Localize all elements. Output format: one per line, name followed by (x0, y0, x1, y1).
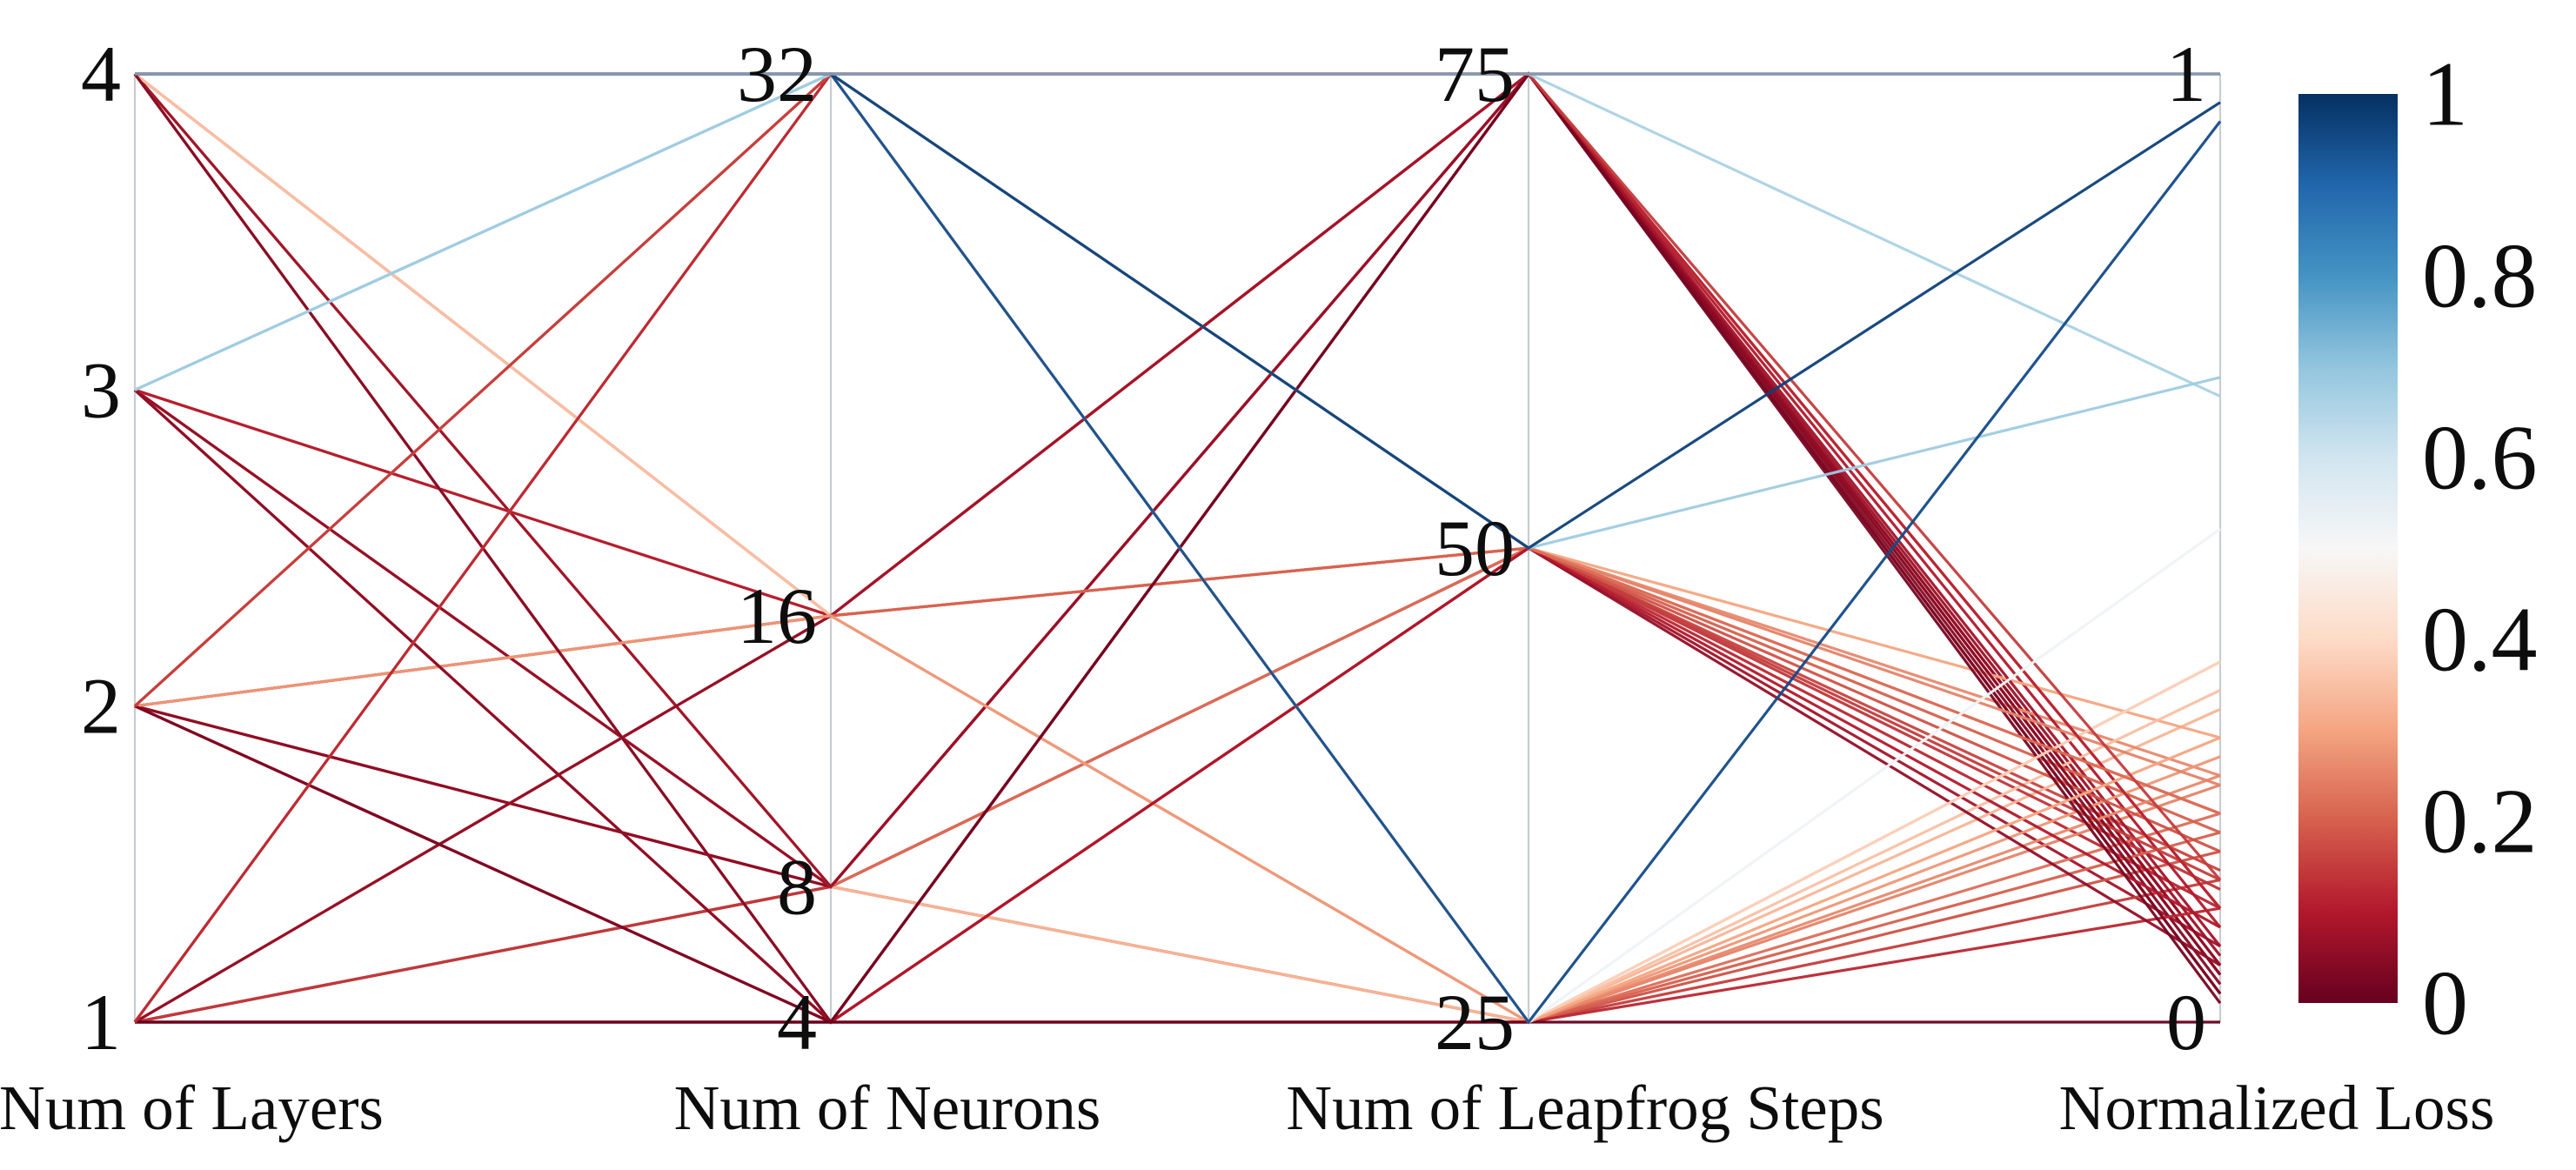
run-line (135, 72, 2222, 1025)
axis-title-normalized-loss: Normalized Loss (2059, 1073, 2495, 1143)
run-line (134, 72, 2221, 1024)
run-line (134, 389, 2221, 889)
colorbar-labels: 1 0.8 0.6 0.4 0.2 0 (2422, 43, 2538, 1054)
axis-title-num-of-neurons: Num of Neurons (674, 1073, 1101, 1143)
run-line (134, 546, 2221, 834)
colorbar-tick-label-0.6: 0.6 (2422, 407, 2538, 509)
colorbar-gradient (2298, 94, 2398, 1003)
tick-label-axis1-4: 4 (777, 978, 817, 1066)
run-line (134, 546, 2221, 910)
run-line (133, 72, 2221, 1024)
run-line (134, 71, 2222, 1024)
tick-label-axis0-1: 1 (81, 978, 121, 1066)
run-line (133, 72, 2222, 1023)
run-line (133, 71, 2222, 1025)
tick-label-axis3-0: 0 (2166, 978, 2206, 1066)
tick-label-axis1-16: 16 (737, 572, 817, 660)
tick-label-axis0-2: 2 (81, 662, 121, 751)
tick-label-axis2-50: 50 (1435, 504, 1515, 592)
run-line (134, 878, 2221, 1024)
tick-label-axis0-4: 4 (81, 30, 121, 118)
run-line (133, 72, 2222, 881)
tick-label-axis1-8: 8 (777, 842, 817, 931)
run-line (135, 71, 2222, 1024)
run-line (133, 73, 2221, 1025)
tick-label-axis0-3: 3 (81, 345, 121, 434)
run-line (134, 614, 2221, 1024)
colorbar-tick-label-0.2: 0.2 (2422, 771, 2538, 872)
run-lines (133, 71, 2222, 1025)
run-line (133, 71, 2222, 957)
run-line (133, 71, 2221, 1024)
tick-labels: 1 2 3 4 4 8 16 32 25 50 75 0 1 (81, 30, 2206, 1066)
tick-label-axis2-25: 25 (1435, 978, 1515, 1066)
colorbar-tick-label-0.4: 0.4 (2422, 589, 2538, 691)
tick-label-axis1-32: 32 (737, 30, 817, 118)
run-line (134, 71, 2222, 1024)
run-line (134, 72, 2221, 739)
run-line (133, 71, 2222, 1025)
run-line (134, 72, 2221, 1025)
run-line (133, 71, 2221, 1023)
tick-label-axis2-75: 75 (1435, 30, 1515, 118)
axis-titles: Num of Layers Num of Neurons Num of Leap… (0, 1073, 2494, 1143)
run-line (134, 71, 2222, 1024)
colorbar-tick-label-0: 0 (2422, 953, 2468, 1054)
colorbar (2298, 94, 2398, 1003)
run-line (134, 71, 2222, 966)
run-line (133, 71, 2221, 1025)
colorbar-tick-label-1: 1 (2422, 43, 2468, 145)
run-line (135, 72, 2221, 550)
axis-lines (133, 74, 2222, 1024)
tick-label-axis3-1: 1 (2166, 30, 2206, 118)
axis-title-num-of-leapfrog-steps: Num of Leapfrog Steps (1286, 1073, 1883, 1143)
run-line (135, 546, 2221, 1024)
axis-title-num-of-layers: Num of Layers (0, 1073, 384, 1143)
run-line (134, 71, 2222, 947)
run-line (133, 73, 2221, 1024)
colorbar-tick-label-0.8: 0.8 (2422, 225, 2538, 327)
